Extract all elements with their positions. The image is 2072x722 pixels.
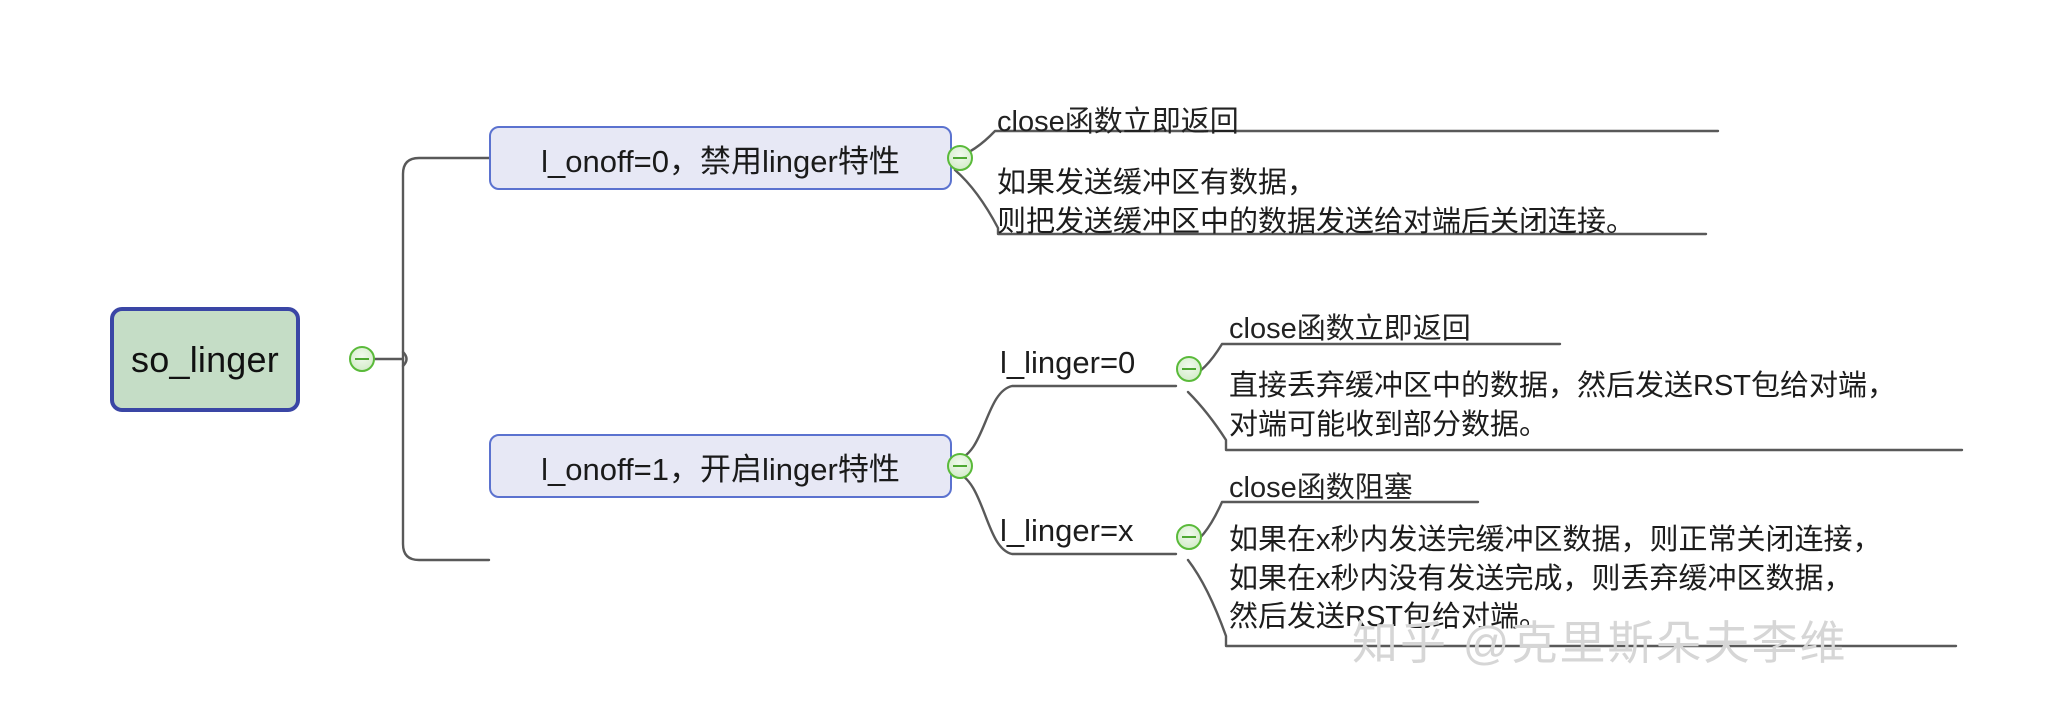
detail-heading-l-onoff-0: close函数立即返回 [997, 106, 1239, 138]
detail-body-l-linger-x: 如果在x秒内发送完缓冲区数据，则正常关闭连接， 如果在x秒内没有发送完成，则丢弃… [1229, 521, 1882, 637]
collapse-toggle-root[interactable] [349, 346, 375, 372]
detail-body-line-3: 然后发送RST包给对端。 [1229, 601, 1549, 634]
detail-body-line-1: 如果在x秒内发送完缓冲区数据，则正常关闭连接， [1229, 524, 1882, 556]
wire-spine-notch [401, 350, 408, 368]
leaf-node-l-linger-0[interactable]: l_linger=0 [1000, 345, 1136, 380]
branch-node-l-onoff-1[interactable]: l_onoff=1，开启linger特性 [489, 434, 952, 498]
collapse-toggle-l-linger-0[interactable] [1176, 356, 1202, 382]
wire-root-to-branches [401, 156, 491, 562]
detail-body-line-2: 如果在x秒内没有发送完成，则丢弃缓冲区数据， [1229, 562, 1853, 595]
detail-body-line-1: 直接丢弃缓冲区中的数据，然后发送RST包给对端， [1229, 370, 1897, 402]
collapse-toggle-l-onoff-1[interactable] [947, 453, 973, 479]
detail-body-l-onoff-0: 如果发送缓冲区有数据， 则把发送缓冲区中的数据发送给对端后关闭连接。 [997, 164, 1635, 241]
detail-heading-l-linger-x: close函数阻塞 [1229, 472, 1413, 504]
wire-b2-to-linger0 [953, 384, 1178, 462]
detail-body-l-linger-0: 直接丢弃缓冲区中的数据，然后发送RST包给对端， 对端可能收到部分数据。 [1229, 367, 1896, 444]
collapse-toggle-l-linger-x[interactable] [1176, 524, 1202, 550]
root-node-so-linger[interactable]: so_linger [110, 307, 300, 412]
detail-body-line-2: 对端可能收到部分数据。 [1229, 408, 1549, 441]
detail-body-line-1: 如果发送缓冲区有数据， [997, 167, 1317, 199]
detail-body-line-2: 则把发送缓冲区中的数据发送给对端后关闭连接。 [997, 205, 1636, 238]
watermark: 知乎 @克里斯朵夫李维 [1352, 617, 1848, 669]
branch-node-l-onoff-0[interactable]: l_onoff=0，禁用linger特性 [489, 126, 952, 190]
leaf-node-l-linger-x[interactable]: l_linger=x [1000, 513, 1134, 548]
detail-heading-l-linger-0: close函数立即返回 [1229, 313, 1471, 345]
collapse-toggle-l-onoff-0[interactable] [947, 145, 973, 171]
